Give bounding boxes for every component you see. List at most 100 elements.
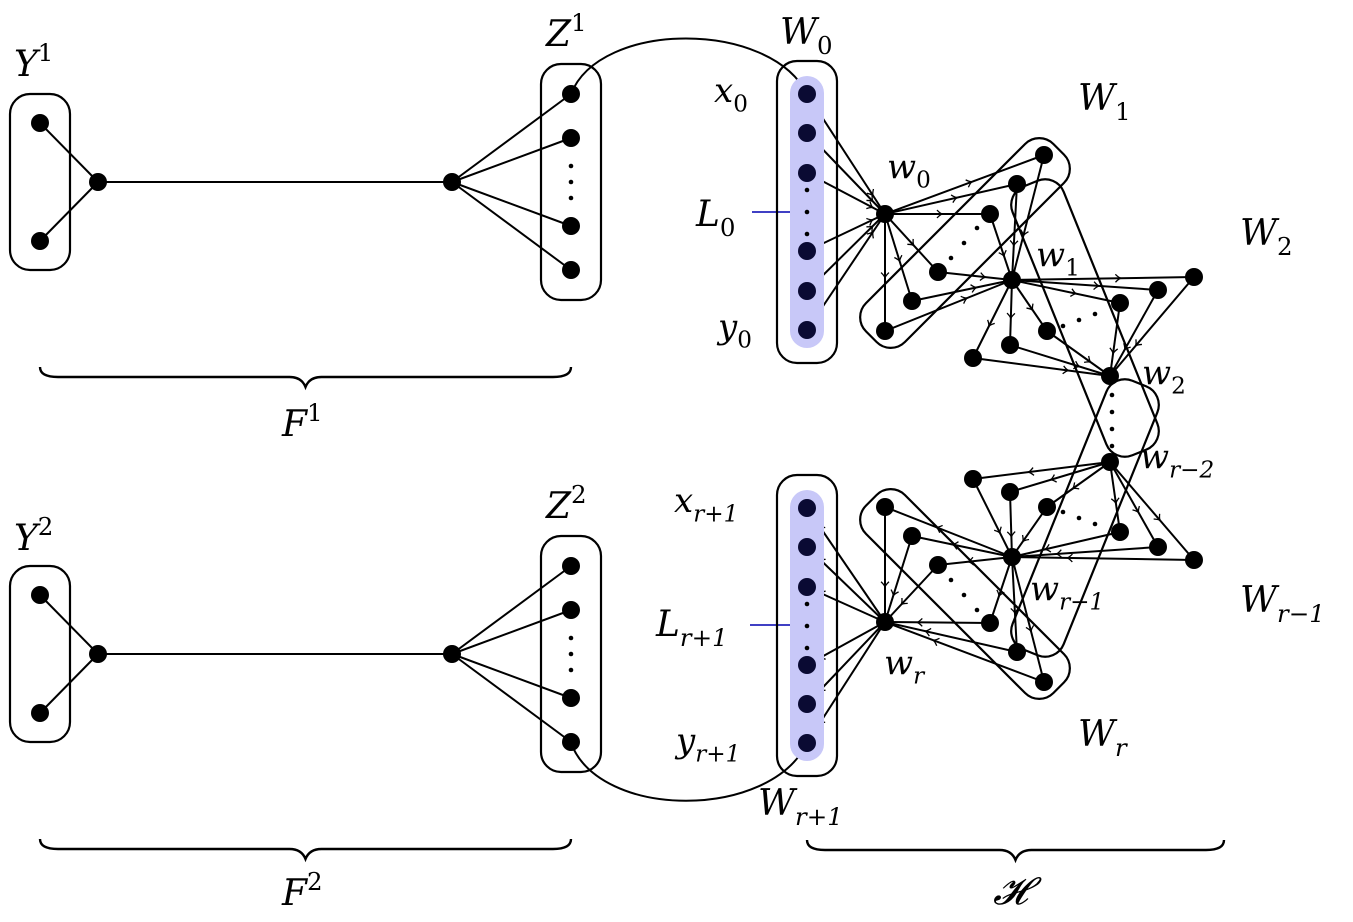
directed-edge: [1009, 491, 1013, 558]
vertex: [31, 114, 49, 132]
arrowhead: [1114, 273, 1122, 283]
edge: [451, 181, 572, 227]
ellipsis-dot: [961, 240, 967, 246]
arc-Z1-x0: [570, 37, 808, 95]
label-Wr: Wr: [1078, 714, 1128, 762]
directed-edge: [1046, 461, 1111, 508]
path-vertex: [798, 164, 816, 182]
arrowhead: [932, 637, 940, 646]
ellipsis-dot: [804, 645, 810, 651]
arrowhead: [1071, 482, 1080, 490]
group-vertex: [964, 349, 982, 367]
group-vertex: [1185, 551, 1203, 569]
arrowhead: [960, 295, 968, 304]
directed-edge: [1011, 546, 1159, 558]
directed-edge: [884, 564, 939, 623]
arrowhead: [894, 254, 903, 263]
brace-F2: [38, 838, 573, 863]
edge: [451, 653, 572, 743]
label-W0: W0: [780, 12, 833, 60]
ellipsis-dot: [804, 231, 810, 237]
edge: [451, 137, 572, 183]
group-Z2: [539, 534, 603, 774]
directed-edge: [972, 357, 1111, 377]
group-vertex: [903, 292, 921, 310]
vertex-Z2: [562, 601, 580, 619]
arrowhead: [866, 201, 874, 210]
arrowhead: [951, 541, 959, 550]
vertex-Z2: [562, 733, 580, 751]
edge: [451, 609, 572, 655]
edges: [39, 37, 1195, 802]
path-vertex: [798, 499, 816, 517]
path-vertex: [798, 85, 816, 103]
directed-edge: [972, 461, 1111, 480]
group-Wr1: [775, 473, 839, 778]
group-vertex: [1035, 673, 1053, 691]
ellipsis-dot: [1109, 426, 1115, 432]
vertex-wr-1: [1003, 548, 1021, 566]
arrowhead: [866, 225, 874, 233]
label-Wr-1: Wr−1: [1240, 580, 1325, 628]
directed-edge: [884, 279, 1013, 332]
group-vertex: [1149, 281, 1167, 299]
arrowhead: [1134, 339, 1142, 347]
arrowhead: [996, 589, 1005, 597]
directed-edge: [1109, 276, 1195, 377]
directed-edge: [1011, 279, 1048, 332]
vertex-w2: [1101, 367, 1119, 385]
vertex: [31, 704, 49, 722]
vertex-wr-2: [1101, 453, 1119, 471]
directed-edge: [1009, 344, 1111, 377]
label-Z2: Z2: [545, 480, 587, 527]
vertex: [443, 173, 461, 191]
directed-edge: [972, 279, 1013, 359]
directed-edge: [884, 621, 991, 624]
directed-edge: [884, 154, 1045, 215]
directed-edge: [1009, 279, 1013, 346]
arrowhead: [1025, 625, 1035, 633]
ellipsis-dot: [1076, 317, 1082, 323]
label-w1: w1: [1036, 235, 1080, 282]
arrowhead: [950, 194, 958, 203]
edge: [451, 565, 572, 655]
arrowhead: [866, 188, 875, 197]
arrowhead: [1055, 549, 1063, 559]
vertices: [31, 85, 1203, 752]
directed-edge: [1011, 506, 1048, 558]
path-vertex: [798, 578, 816, 596]
arrowhead: [936, 209, 943, 219]
ellipsis-dot: [804, 209, 810, 215]
arrowhead: [866, 194, 874, 203]
label-Lr+1: Lr+1: [655, 604, 728, 652]
arrowhead: [1026, 303, 1034, 312]
directed-edge: [1046, 330, 1111, 377]
arrowhead: [916, 617, 923, 627]
directed-edge: [937, 271, 1013, 281]
arrowhead: [900, 597, 908, 606]
arrowhead: [965, 179, 973, 188]
directed-edge: [884, 183, 1018, 215]
directed-edge: [1009, 461, 1111, 493]
path-vertex: [798, 321, 816, 339]
label-F2: F2: [281, 867, 323, 914]
label-F1: F1: [281, 398, 323, 445]
group-vertex: [981, 205, 999, 223]
group-vertex: [929, 556, 947, 574]
directed-edge: [1011, 279, 1159, 291]
directed-edge: [884, 506, 1013, 558]
vertex-Z1: [562, 217, 580, 235]
label-W2: W2: [1240, 213, 1293, 261]
arrowhead: [987, 319, 995, 328]
directed-edge: [1109, 289, 1159, 377]
arrowhead: [1132, 505, 1141, 514]
label-wr-2: wr−2: [1140, 437, 1214, 484]
vertex-wr: [876, 613, 894, 631]
vertex: [89, 173, 107, 191]
label-wr-1: wr−1: [1030, 569, 1104, 616]
group-W2: [1010, 178, 1160, 458]
arrowhead: [1110, 497, 1120, 505]
ellipsis-dot: [568, 651, 574, 657]
